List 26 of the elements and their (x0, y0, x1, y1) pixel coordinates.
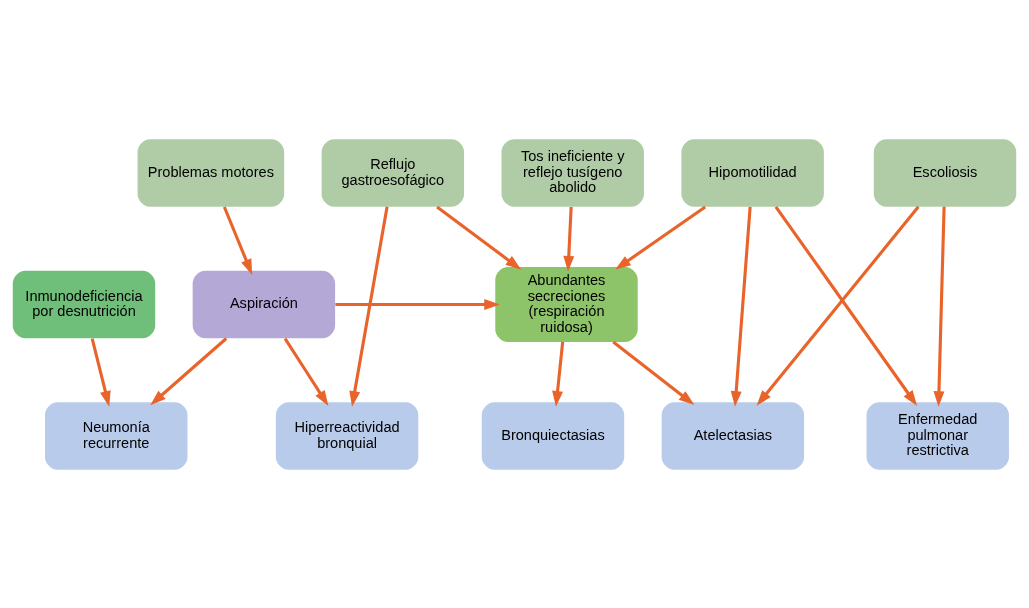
arrow (349, 206, 389, 407)
arrow (335, 298, 500, 310)
node-box: Reflujo gastroesofágico (321, 138, 465, 207)
node-box: Inmunodeficiencia por desnutrición (12, 270, 156, 338)
arrow (933, 206, 946, 407)
node-box: Abundantes secreciones (respiración ruidosa) (495, 266, 638, 342)
arrow (283, 337, 329, 406)
arrow (222, 205, 253, 275)
arrow (563, 206, 575, 272)
arrow (90, 337, 111, 407)
node-box: Enfermedad pulmonar restrictiva (866, 401, 1009, 470)
arrow (150, 336, 228, 405)
node-box: Problemas motores (137, 138, 285, 207)
arrow (612, 340, 695, 405)
node-box: Hiperreactividad bronquial (275, 401, 419, 470)
arrow (615, 205, 707, 270)
arrow (730, 206, 752, 407)
arrow (552, 341, 565, 407)
node-box: Escoliosis (873, 138, 1017, 207)
node-box: Aspiración (192, 270, 336, 338)
node-box: Hipomotilidad (681, 138, 824, 207)
arrow (436, 205, 522, 270)
node-box: Bronquiectasias (481, 401, 625, 470)
node-box: Tos ineficiente y reflejo tusígeno abolido (501, 138, 644, 207)
node-box: Neumonía recurrente (45, 401, 188, 470)
node-box: Atelectasias (661, 401, 805, 470)
